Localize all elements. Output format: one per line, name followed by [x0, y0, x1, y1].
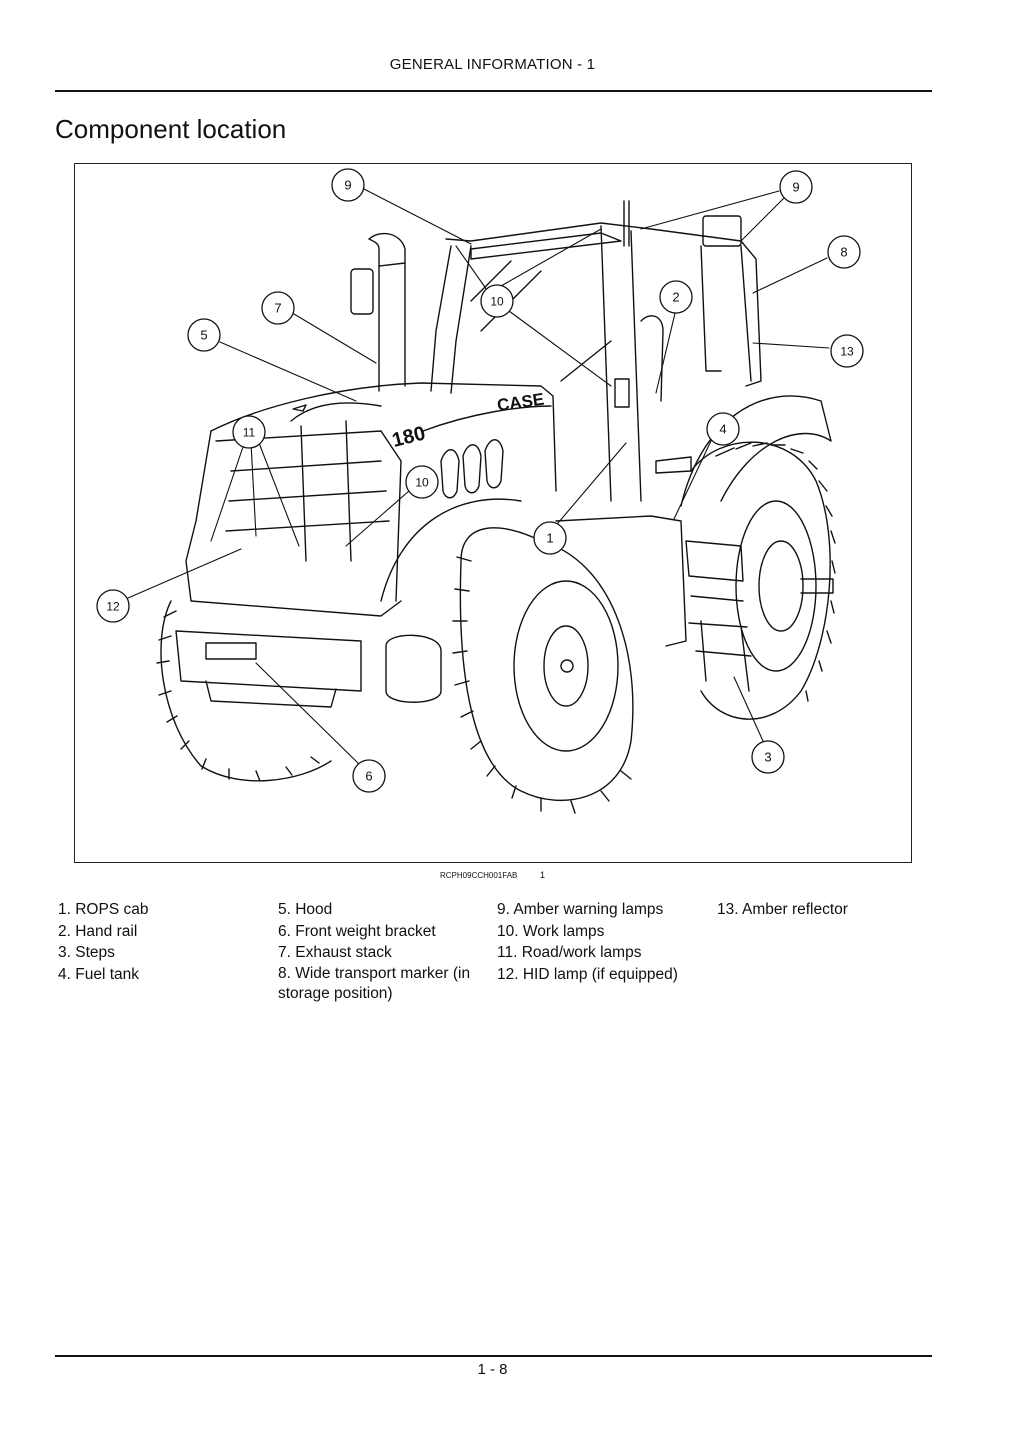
callout-3: 3 [751, 740, 785, 774]
figure-number: 1 [540, 870, 546, 880]
callout-6: 6 [352, 759, 386, 793]
case-decal: CASE [496, 390, 545, 415]
rear-right-wheel [690, 441, 836, 720]
callout-4: 4 [706, 412, 740, 446]
callout-2: 2 [659, 280, 693, 314]
callout-label: 11 [243, 426, 256, 440]
legend-item: 6. Front weight bracket [278, 922, 436, 940]
legend-column-4: 13. Amber reflector [717, 899, 848, 921]
legend-item: 2. Hand rail [58, 922, 138, 940]
callout-7: 7 [261, 291, 295, 325]
tractor-illustration: CASE 180 9 9 8 7 5 10 2 13 11 4 10 1 12 6 3 [96, 168, 864, 814]
legend-item: 13. Amber reflector [717, 901, 848, 918]
callout-13: 13 [830, 334, 864, 368]
callout-label: 3 [764, 750, 771, 765]
callout-12: 12 [96, 589, 130, 623]
callout-label: 9 [344, 178, 351, 193]
callout-label: 8 [840, 245, 847, 260]
page-number: 1 - 8 [477, 1361, 508, 1378]
callout-label: 2 [672, 290, 679, 305]
footer-rule [55, 1355, 932, 1357]
callout-9: 9 [779, 170, 813, 204]
legend-item: 4. Fuel tank [58, 965, 139, 983]
callout-8: 8 [827, 235, 861, 269]
legend-item: 3. Steps [58, 944, 115, 961]
header-rule [55, 90, 932, 92]
rops-cab [430, 200, 762, 502]
running-header: GENERAL INFORMATION - 1 [389, 56, 596, 73]
figure-code: RCPH09CCH001FAB [440, 871, 518, 880]
callout-label: 5 [200, 328, 207, 343]
legend-item: 10. Work lamps [497, 922, 605, 940]
model-decal: 180 [390, 422, 428, 451]
steps [685, 540, 752, 692]
callout-label: 1 [546, 531, 553, 546]
legend-item: 5. Hood [278, 901, 333, 918]
legend-item: 1. ROPS cab [58, 901, 149, 918]
callout-5: 5 [187, 318, 221, 352]
callout-10: 10 [480, 284, 514, 318]
callout-9: 9 [331, 168, 365, 202]
callout-label: 7 [274, 301, 281, 316]
front-wheel [380, 498, 687, 814]
callout-label: 9 [792, 180, 799, 195]
callout-label: 4 [719, 422, 726, 437]
legend-column-2: 5. Hood 6. Front weight bracket 7. Exhau… [278, 899, 483, 1004]
rear-left-wheel [156, 600, 332, 782]
callout-label: 12 [106, 600, 120, 614]
front-weight-bracket [175, 630, 442, 708]
callout-11: 11 [232, 415, 266, 449]
legend-column-3: 9. Amber warning lamps 10. Work lamps 11… [497, 899, 678, 985]
callout-label: 10 [415, 476, 429, 490]
callout-markers: 9 9 8 7 5 10 2 13 11 4 10 1 12 6 3 [96, 168, 864, 793]
legend-column-1: 1. ROPS cab 2. Hand rail 3. Steps 4. Fue… [58, 899, 148, 985]
leader-lines [127, 188, 830, 767]
exhaust-stack [350, 232, 406, 392]
section-title: Component location [55, 114, 287, 144]
callout-label: 10 [490, 295, 504, 309]
legend-item: 11. Road/work lamps [497, 944, 642, 961]
legend-item: 8. Wide transport marker (in storage pos… [278, 964, 471, 1002]
callout-label: 13 [840, 345, 854, 359]
tractor-figure: CASE 180 9 9 8 7 5 10 2 13 11 4 10 1 12 6 3 [74, 163, 912, 863]
callout-10: 10 [405, 465, 439, 499]
rear-fender [680, 395, 832, 507]
legend-item: 7. Exhaust stack [278, 944, 392, 961]
legend-item: 12. HID lamp (if equipped) [497, 965, 678, 983]
callout-1: 1 [533, 521, 567, 555]
legend-item: 9. Amber warning lamps [497, 901, 664, 918]
hood [185, 382, 557, 617]
callout-label: 6 [365, 769, 372, 784]
